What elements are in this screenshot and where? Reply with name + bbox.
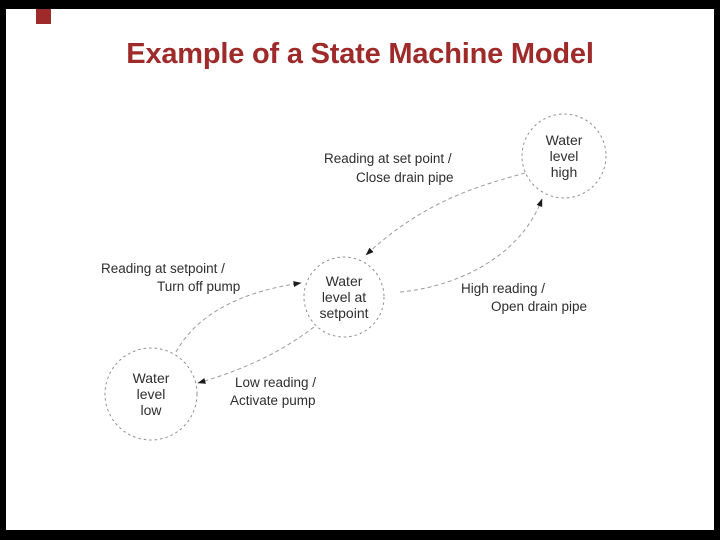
frame-bottom-bar <box>0 530 720 540</box>
state-circle-water-level-low <box>104 347 198 441</box>
state-line: Water <box>545 132 583 148</box>
state-line: level at <box>321 289 367 305</box>
accent-square-icon <box>36 9 51 24</box>
transition-arc-setpoint-to-low <box>197 326 315 384</box>
state-line: setpoint <box>319 305 369 321</box>
transition-event-low-to-setpoint: Reading at setpoint / <box>101 261 225 276</box>
transition-arc-setpoint-to-high <box>399 198 543 293</box>
transition-action-high-to-setpoint: Close drain pipe <box>356 170 454 185</box>
state-circle-water-level-at-setpoint <box>303 256 385 338</box>
transition-event-high-to-setpoint: Reading at set point / <box>324 151 452 166</box>
state-line: level <box>136 386 166 402</box>
state-line: level <box>549 148 579 164</box>
transition-action-setpoint-to-high: Open drain pipe <box>491 299 588 314</box>
transition-action-low-to-setpoint: Turn off pump <box>157 279 241 294</box>
state-circle-water-level-high <box>521 113 607 199</box>
state-label-water-level-high: Water level high <box>518 132 610 180</box>
transition-event-setpoint-to-low: Low reading / <box>235 375 317 390</box>
state-label-water-level-at-setpoint: Water level at setpoint <box>298 273 390 321</box>
slide-title: Example of a State Machine Model <box>126 38 594 70</box>
transition-action-setpoint-to-low: Activate pump <box>230 393 316 408</box>
transition-event-setpoint-to-high: High reading / <box>461 281 546 296</box>
frame-top-bar <box>0 0 720 9</box>
state-line: Water <box>325 273 363 289</box>
state-line: high <box>550 164 578 180</box>
state-label-water-level-low: Water level low <box>105 370 197 418</box>
frame-left-bar <box>0 0 6 540</box>
state-line: low <box>140 402 162 418</box>
frame-right-bar <box>714 0 720 540</box>
transition-arc-high-to-setpoint <box>365 172 526 256</box>
transition-arc-low-to-setpoint <box>175 281 302 353</box>
state-line: Water <box>132 370 170 386</box>
